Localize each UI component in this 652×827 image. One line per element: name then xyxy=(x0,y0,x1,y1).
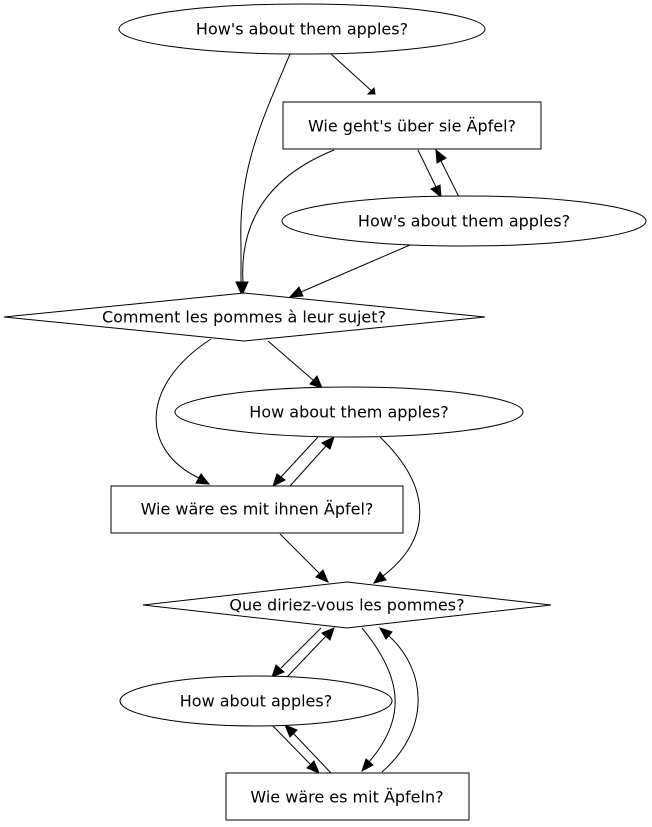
node-n3[interactable]: How's about them apples? xyxy=(281,195,647,247)
node-n7-shape xyxy=(142,581,552,629)
node-n4[interactable]: Comment les pommes à leur sujet? xyxy=(3,292,486,342)
edge-n9-n8 xyxy=(284,724,332,774)
edge-n3-n2 xyxy=(435,148,460,198)
node-n7-label: Que diriez-vous les pommes? xyxy=(229,596,464,615)
edge-n6-n5 xyxy=(289,436,335,487)
nodes: How's about them apples? Wie geht's über… xyxy=(3,3,647,821)
edges xyxy=(155,53,460,774)
edge-n1-n4 xyxy=(235,53,291,295)
node-n6-shape xyxy=(110,485,404,534)
edge-n9-n7 xyxy=(378,627,419,773)
edge-n8-n9 xyxy=(271,724,320,774)
node-n9-label: Wie wäre es mit Äpfeln? xyxy=(250,788,443,807)
node-n8-shape xyxy=(119,675,393,727)
edge-n4-n6 xyxy=(155,338,212,485)
node-n4-shape xyxy=(3,292,486,342)
node-n8[interactable]: How about apples? xyxy=(119,675,393,727)
edge-n1-n2 xyxy=(330,53,376,95)
node-n4-label: Comment les pommes à leur sujet? xyxy=(102,308,386,327)
edge-n8-n7 xyxy=(286,627,335,678)
edge-n7-n8 xyxy=(271,627,322,678)
node-n1-shape xyxy=(118,3,486,55)
edge-n7-n9 xyxy=(361,627,396,773)
node-n1[interactable]: How's about them apples? xyxy=(118,3,486,55)
node-n5[interactable]: How about them apples? xyxy=(174,386,524,438)
node-n2-label: Wie geht's über sie Äpfel? xyxy=(308,117,516,136)
node-n2-shape xyxy=(282,101,542,150)
node-n3-shape xyxy=(281,195,647,247)
node-n1-label: How's about them apples? xyxy=(196,20,408,39)
edge-n5-n6 xyxy=(272,436,319,487)
node-n9-shape xyxy=(225,772,470,821)
node-n3-label: How's about them apples? xyxy=(358,212,570,231)
edge-n6-n7 xyxy=(279,533,329,583)
edge-n4-n5 xyxy=(267,340,323,389)
node-n9[interactable]: Wie wäre es mit Äpfeln? xyxy=(225,772,470,821)
node-n7[interactable]: Que diriez-vous les pommes? xyxy=(142,581,552,629)
edge-n2-n4 xyxy=(237,149,335,295)
edge-n3-n4 xyxy=(288,244,411,298)
node-n5-shape xyxy=(174,386,524,438)
edge-n5-n7 xyxy=(373,436,421,584)
node-n8-label: How about apples? xyxy=(180,692,332,711)
node-n6-label: Wie wäre es mit ihnen Äpfel? xyxy=(141,500,374,519)
edge-n2-n3 xyxy=(417,149,442,199)
node-n2[interactable]: Wie geht's über sie Äpfel? xyxy=(282,101,542,150)
node-n5-label: How about them apples? xyxy=(249,403,448,422)
node-n6[interactable]: Wie wäre es mit ihnen Äpfel? xyxy=(110,485,404,534)
